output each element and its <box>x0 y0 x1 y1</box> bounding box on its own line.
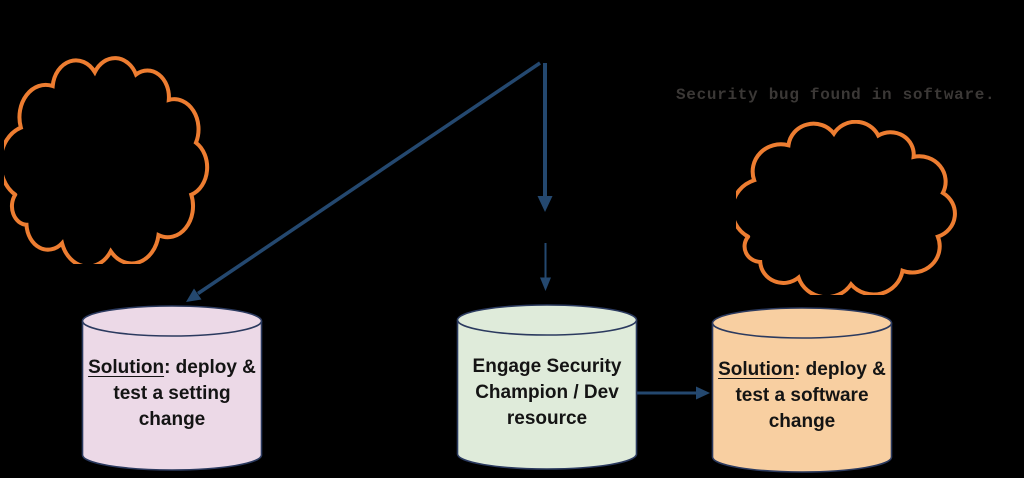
arrow-down-thin <box>540 243 551 291</box>
cylinder-engage-shape <box>456 304 638 470</box>
thought-cloud-left <box>4 56 210 264</box>
arrow-down-thick <box>537 63 553 212</box>
cylinder-software-top <box>711 307 893 339</box>
arrow-down-thick-head <box>537 196 553 212</box>
cylinder-software-solution: Solution: deploy & test a software chang… <box>710 305 894 477</box>
line-1-rest: Engage Security <box>472 356 622 377</box>
label-line-1: Solution: deploy & <box>82 355 262 381</box>
label-line-3: change <box>138 409 206 430</box>
arrow-diagonal-to-setting-solution <box>186 61 541 302</box>
cylinder-setting-top <box>81 305 263 337</box>
line-1-rest: : deploy & <box>794 359 886 380</box>
label-line-3: change <box>768 411 836 432</box>
cylinder-engage-top <box>456 304 638 336</box>
label-line-2: test a software <box>735 385 869 406</box>
arrow-diagonal-line <box>197 61 541 295</box>
security-bug-annotation: Security bug found in software. <box>676 86 996 104</box>
arrow-diagonal-head <box>186 288 202 302</box>
arrow-horizontal-head <box>696 386 710 400</box>
cylinder-setting-solution: Solution: deploy & test a setting change <box>80 303 264 475</box>
line-1-rest: : deploy & <box>164 357 256 378</box>
cloud-left-outline <box>4 58 207 264</box>
cylinder-setting-label: Solution: deploy & test a setting change <box>82 355 262 433</box>
label-line-1: Solution: deploy & <box>712 357 892 383</box>
cylinder-software-label: Solution: deploy & test a software chang… <box>712 357 892 435</box>
label-line-2: Champion / Dev <box>475 382 619 403</box>
arrow-engage-to-software-solution <box>637 386 710 400</box>
cylinder-engage-security: Engage Security Champion / Dev resource <box>455 302 639 474</box>
cylinder-setting-shape <box>81 305 263 471</box>
cylinder-engage-label: Engage Security Champion / Dev resource <box>457 354 637 432</box>
cylinder-engage-body <box>456 320 638 470</box>
underlined-word: Solution <box>718 359 795 380</box>
cylinder-setting-body <box>81 321 263 471</box>
cloud-right-outline <box>736 122 955 295</box>
label-line-2: test a setting <box>113 383 231 404</box>
label-line-1: Engage Security <box>457 354 637 380</box>
label-line-3: resource <box>506 408 588 429</box>
thought-cloud-right <box>736 120 958 295</box>
cylinder-software-shape <box>711 307 893 473</box>
underlined-word: Solution <box>88 357 165 378</box>
arrow-down-thin-head <box>540 277 551 291</box>
cylinder-software-body <box>711 323 893 473</box>
